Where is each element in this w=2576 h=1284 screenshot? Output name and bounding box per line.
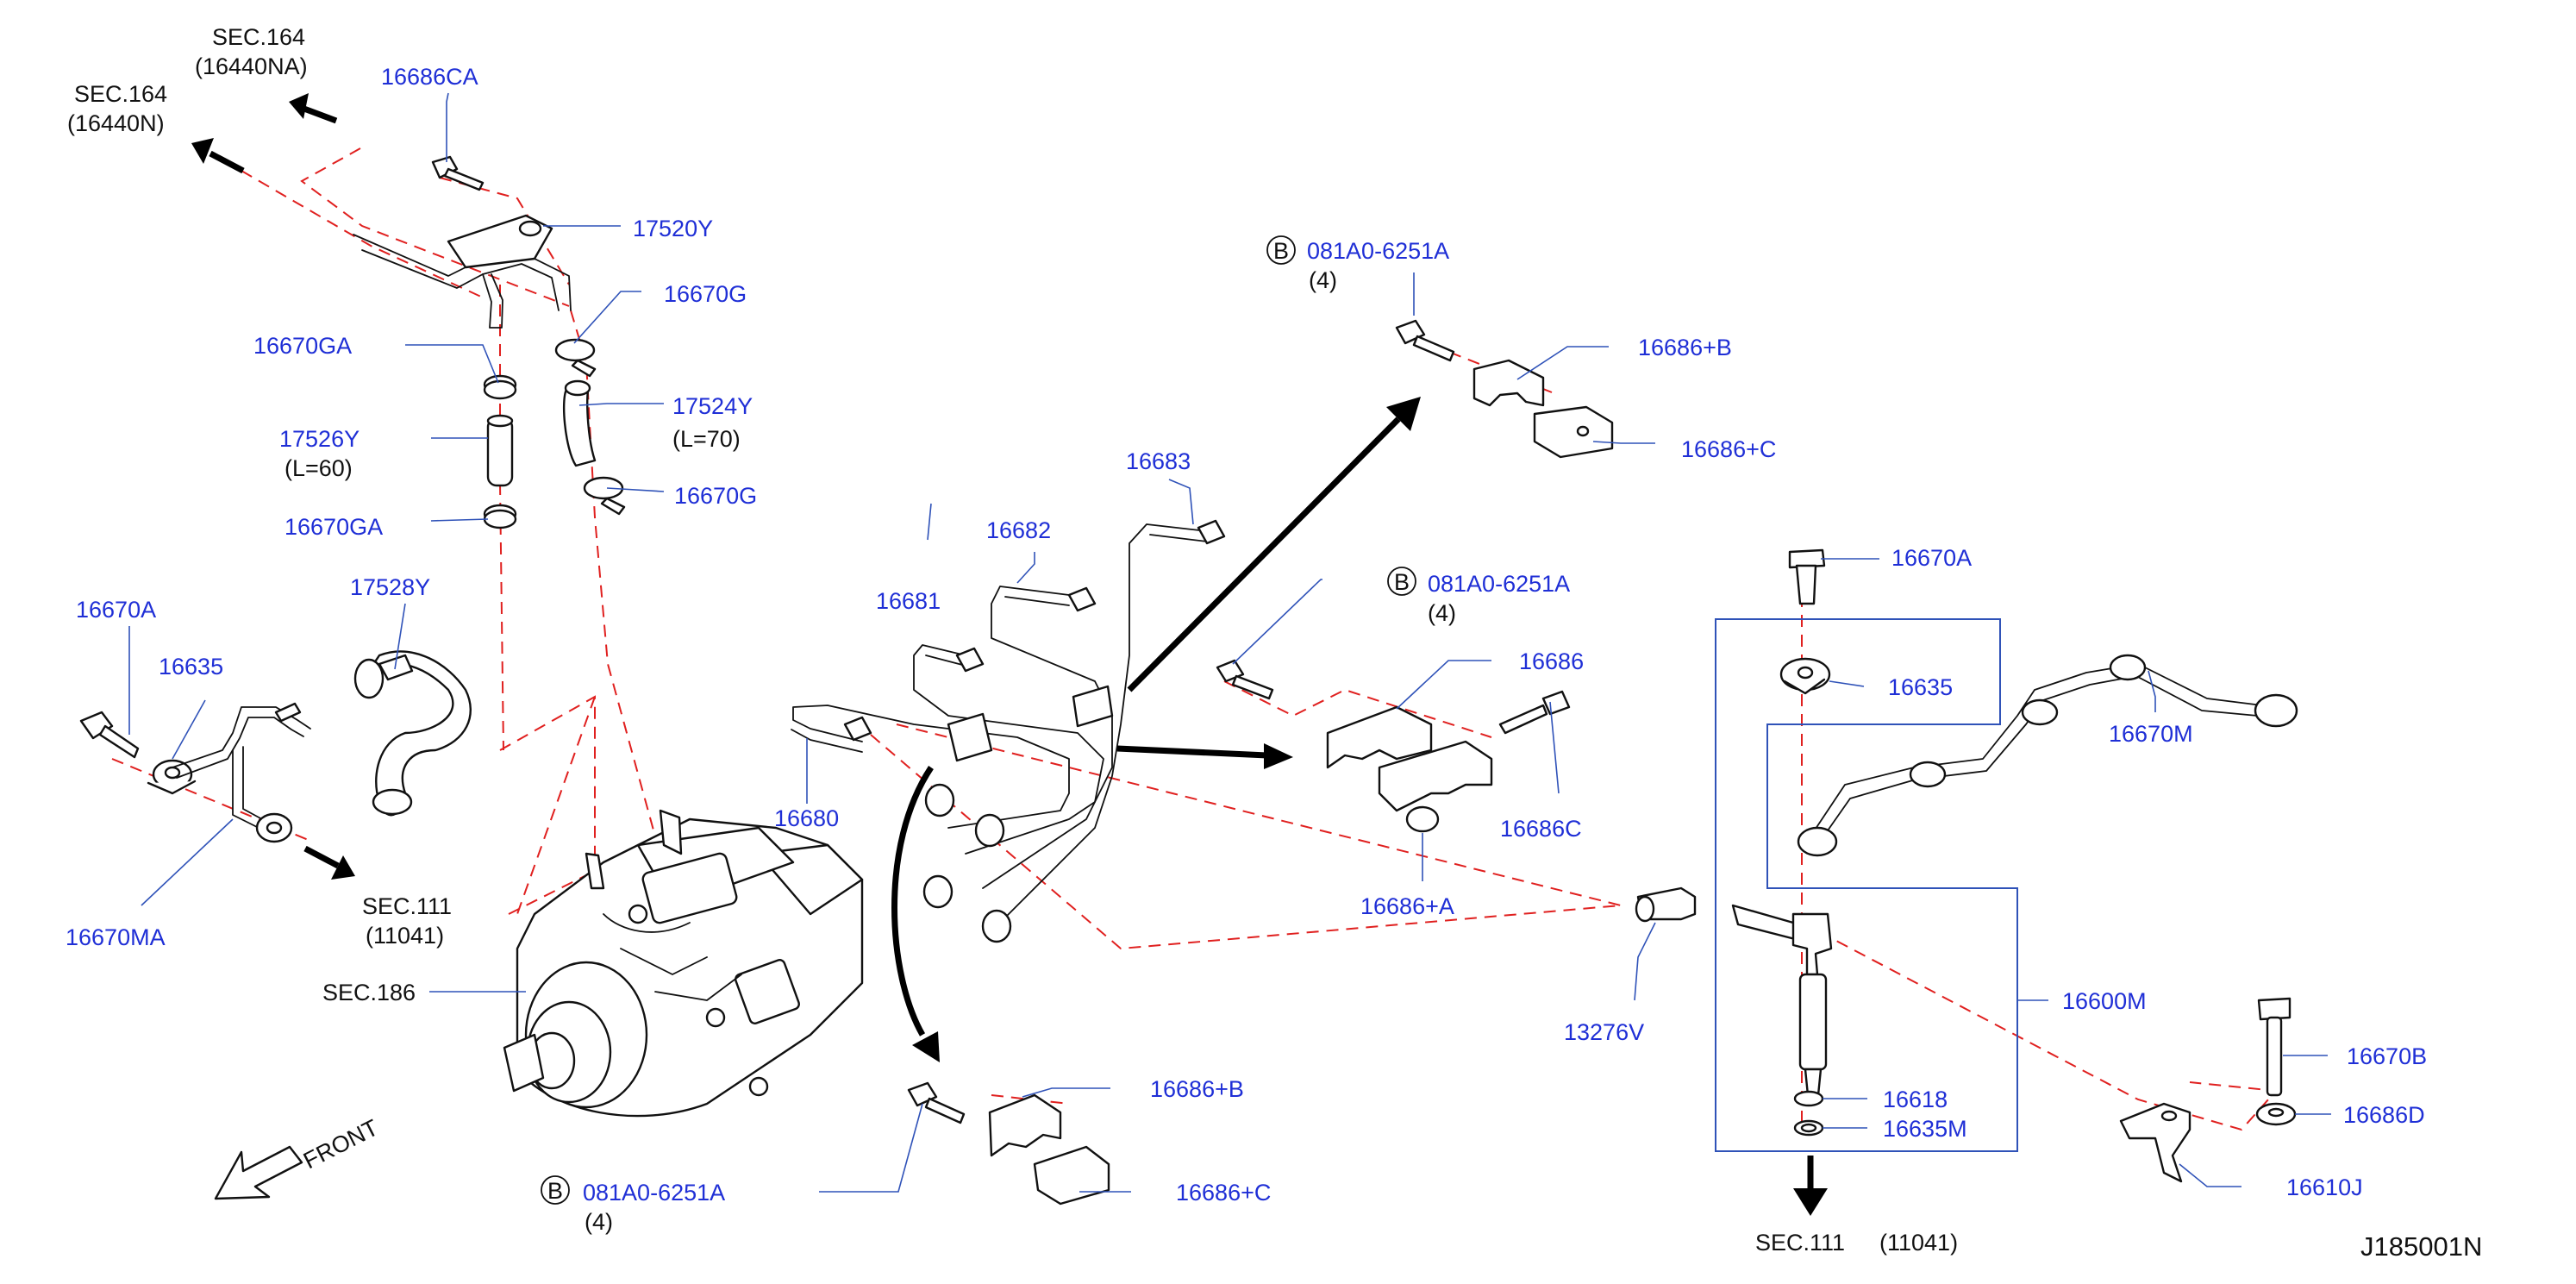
hose-17528y [353, 650, 472, 817]
part-16610j: 16610J [2286, 1174, 2363, 1200]
b-mark-mid: B [1387, 567, 1416, 596]
part-16683: 16683 [1126, 448, 1191, 474]
bolt-081a0-mid [1216, 659, 1274, 700]
bolt-081a0-bottom [907, 1081, 966, 1124]
bolt-16670a-left [79, 711, 140, 759]
part-16681: 16681 [876, 588, 941, 614]
bolt-16686ca [431, 155, 485, 191]
b-mark-bottom-label: B [547, 1178, 563, 1204]
part-16686a: 16686+A [1360, 893, 1454, 919]
overflow-pipe-17520y [353, 214, 572, 329]
sec164-b-code: (16440N) [67, 110, 165, 136]
part-16686b-bottom: 16686+B [1150, 1076, 1244, 1102]
bolt-16686c-mid [1498, 690, 1571, 735]
spill-tube-16670m [1797, 654, 2298, 857]
part-16670ga-top: 16670GA [253, 333, 352, 359]
part-16670a-right: 16670A [1891, 545, 1972, 571]
hose-17524y [562, 379, 597, 467]
bolt-16670a-right [1788, 548, 1826, 605]
part-17524y: 17524Y [672, 393, 753, 419]
phantom-lines [111, 147, 2279, 1131]
front-arrow-icon [214, 1145, 303, 1200]
part-16670a-left: 16670A [76, 597, 156, 623]
injection-pump [503, 809, 864, 1118]
part-16680: 16680 [774, 805, 839, 831]
clamp-16686c-bottom [1033, 1145, 1110, 1206]
part-16670g-top: 16670G [664, 281, 747, 307]
part-16686d: 16686D [2343, 1102, 2425, 1128]
length-70: (L=70) [672, 426, 741, 452]
sec111-left-code: (11041) [366, 923, 444, 949]
bolt-081a0-bottom-label: 081A0-6251A [583, 1180, 725, 1206]
qty-bottom: (4) [585, 1209, 613, 1235]
clamp-16686b-bottom [988, 1093, 1062, 1157]
injection-tubes [791, 519, 1226, 943]
part-16686: 16686 [1519, 648, 1584, 674]
part-16682: 16682 [986, 517, 1051, 543]
part-16686ca: 16686CA [381, 64, 478, 90]
clamp-16686c-top [1533, 405, 1614, 459]
bolt-081a0-top-label: 081A0-6251A [1307, 238, 1449, 264]
part-16686c-mid: 16686C [1500, 816, 1582, 842]
part-13276v: 13276V [1564, 1019, 1644, 1045]
drawing-id: J185001N [2360, 1231, 2482, 1262]
part-17528y: 17528Y [350, 574, 430, 600]
sec164-a-code: (16440NA) [195, 53, 308, 79]
front-label: FRONT [299, 1114, 382, 1174]
connector-13276v [1635, 886, 1697, 923]
clamp-16670ga-top [483, 374, 517, 400]
part-16670ma: 16670MA [66, 924, 166, 950]
clamp-16686b-top [1472, 359, 1545, 407]
sec164-a-label: SEC.164 [212, 24, 305, 50]
clamp-16670ga-bottom [483, 504, 517, 529]
part-16670b: 16670B [2347, 1043, 2427, 1069]
labels: SEC.164 (16440NA) SEC.164 (16440N) 16686… [66, 24, 2482, 1262]
bolt-081a0-mid-label: 081A0-6251A [1428, 571, 1570, 597]
sec111-right-label: SEC.111 [1755, 1230, 1845, 1256]
sec186-label: SEC.186 [322, 980, 416, 1005]
injector-16600m [1731, 904, 1833, 1105]
b-mark-top-label: B [1273, 238, 1289, 264]
part-17520y: 17520Y [633, 216, 713, 241]
pipe-16670ma [172, 702, 311, 843]
washer-16635m [1793, 1119, 1824, 1137]
b-mark-mid-label: B [1394, 569, 1410, 595]
length-60: (L=60) [284, 455, 353, 481]
part-16670m: 16670M [2109, 721, 2193, 747]
qty-mid: (4) [1428, 600, 1456, 626]
sec111-left-label: SEC.111 [362, 893, 452, 919]
injector-assembly-box [1715, 618, 2018, 1152]
part-16686b-top: 16686+B [1638, 335, 1732, 360]
part-16635-left: 16635 [159, 654, 223, 680]
seal-16618 [1793, 1090, 1824, 1107]
clamp-16686a [1378, 740, 1493, 833]
part-16635-right: 16635 [1888, 674, 1953, 700]
sec164-b-label: SEC.164 [74, 81, 167, 107]
part-16670g-bottom: 16670G [674, 483, 757, 509]
bolt-16670b [2257, 997, 2292, 1097]
part-16635m: 16635M [1883, 1116, 1967, 1142]
b-mark-bottom: B [541, 1175, 570, 1205]
washer-16686d [2255, 1102, 2297, 1126]
clamp-16670g-top [554, 338, 597, 378]
part-16600m: 16600M [2062, 988, 2147, 1014]
clamp-16686 [1326, 705, 1433, 769]
hose-17526y [486, 414, 514, 487]
part-16670ga-bottom: 16670GA [284, 514, 383, 540]
part-16618: 16618 [1883, 1087, 1948, 1112]
washer-16635-right [1779, 657, 1831, 695]
sec111-right-code: (11041) [1879, 1230, 1958, 1256]
part-17526y: 17526Y [279, 426, 360, 452]
clamp-16610j [2119, 1102, 2191, 1183]
b-mark-top: B [1266, 235, 1296, 265]
washer-16635-left [147, 759, 197, 795]
clamp-16670g-bottom [583, 476, 626, 516]
direction-arrows [191, 93, 1828, 1216]
bolt-081a0-top [1395, 319, 1455, 362]
part-16686c-top: 16686+C [1681, 436, 1776, 462]
part-16686c-bottom: 16686+C [1176, 1180, 1271, 1206]
leader-lines [128, 92, 2331, 1193]
qty-top: (4) [1309, 267, 1337, 293]
